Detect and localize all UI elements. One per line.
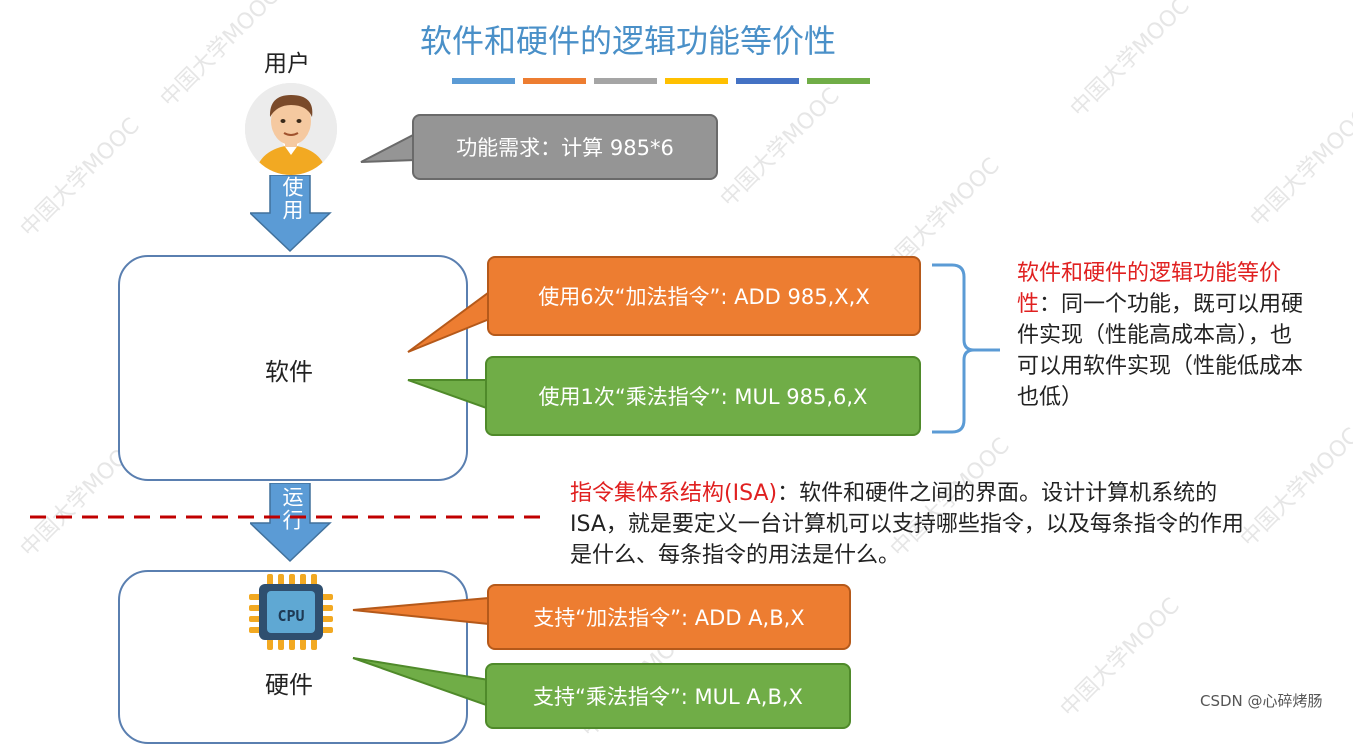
requirement-callout: 功能需求：计算 985*6	[412, 114, 718, 180]
watermark: 中国大学MOOC	[712, 79, 846, 213]
watermark: 中国大学MOOC	[1052, 589, 1186, 723]
cpu-chip-icon: CPU	[245, 572, 337, 656]
use-arrow-label: 使用	[277, 176, 307, 222]
brace-icon	[928, 262, 1008, 438]
isa-description: 指令集体系结构(ISA)：软件和硬件之间的界面。设计计算机系统的ISA，就是要定…	[570, 478, 1260, 571]
user-avatar	[245, 83, 337, 175]
software-add-callout: 使用6次“加法指令”: ADD 985,X,X	[487, 256, 921, 336]
software-label: 软件	[265, 352, 313, 387]
hardware-add-callout: 支持“加法指令”: ADD A,B,X	[487, 584, 851, 650]
watermark: 中国大学MOOC	[12, 109, 146, 243]
source-credit: CSDN @心碎烤肠	[1200, 690, 1323, 711]
cpu-chip-text: CPU	[277, 607, 304, 625]
watermark: 中国大学MOOC	[1062, 0, 1196, 123]
run-arrow-label: 运行	[277, 486, 307, 532]
hardware-mul-callout: 支持“乘法指令”: MUL A,B,X	[485, 663, 851, 729]
software-mul-callout: 使用1次“乘法指令”: MUL 985,6,X	[485, 356, 921, 436]
watermark: 中国大学MOOC	[1242, 99, 1353, 233]
equivalence-body: ：同一个功能，既可以用硬件实现（性能高成本高），也可以用软件实现（性能低成本也低…	[1017, 292, 1303, 410]
isa-divider-line	[30, 512, 550, 522]
hardware-callout-tails	[345, 590, 495, 720]
page-title: 软件和硬件的逻辑功能等价性	[420, 16, 940, 62]
hardware-label: 硬件	[265, 665, 313, 700]
user-label: 用户	[264, 44, 310, 78]
title-color-bars	[452, 78, 870, 84]
isa-highlight: 指令集体系结构(ISA)	[570, 481, 777, 506]
equivalence-description: 软件和硬件的逻辑功能等价性：同一个功能，既可以用硬件实现（性能高成本高），也可以…	[1017, 258, 1307, 413]
